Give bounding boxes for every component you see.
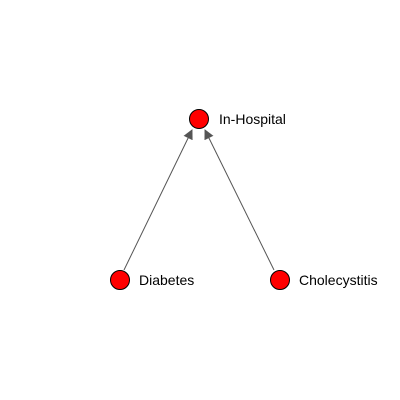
node-cholecystitis: Cholecystitis: [270, 270, 378, 290]
node-circle: [189, 109, 209, 129]
node-label: Diabetes: [139, 272, 194, 288]
node-label: Cholecystitis: [299, 272, 378, 288]
node-circle: [270, 270, 290, 290]
node-in-hospital: In-Hospital: [189, 109, 286, 129]
node-circle: [110, 270, 130, 290]
node-label: In-Hospital: [219, 111, 286, 127]
edge-cholecystitis-to-in-hospital: [204, 129, 275, 271]
edge-diabetes-to-in-hospital: [123, 129, 193, 271]
node-diabetes: Diabetes: [110, 270, 194, 290]
